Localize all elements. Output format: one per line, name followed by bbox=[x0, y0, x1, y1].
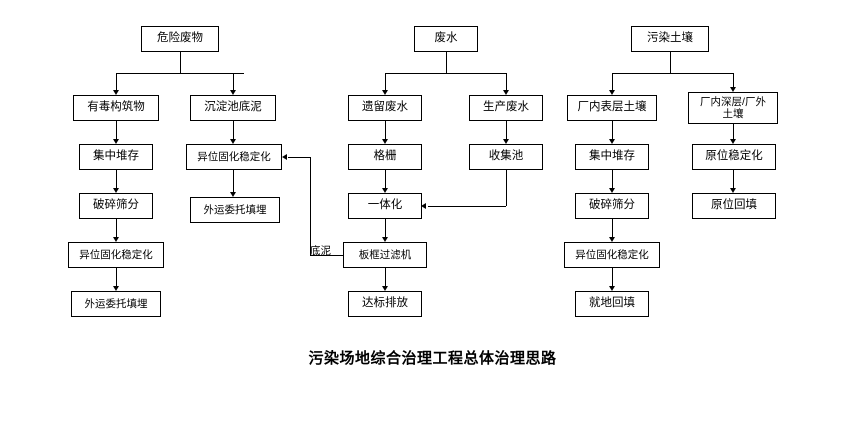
connector-filterpress-to-discharge bbox=[385, 268, 386, 286]
node-insitu-stabilization[interactable]: 原位稳定化 bbox=[692, 144, 776, 170]
node-residual-wastewater[interactable]: 遗留废水 bbox=[348, 95, 422, 121]
node-central-stockpile-2[interactable]: 集中堆存 bbox=[575, 144, 649, 170]
connector-residual-to-grate bbox=[385, 121, 386, 139]
connector-exsitu-to-landfill bbox=[116, 268, 117, 286]
arrowhead-integrated-to-filterpress bbox=[381, 237, 388, 242]
connector-to-deep-soil bbox=[733, 73, 734, 87]
arrowhead-sludge-to-exsitu bbox=[229, 139, 236, 144]
node-hazardous-waste[interactable]: 危险废物 bbox=[141, 26, 219, 52]
arrowhead-to-sediment-sludge bbox=[229, 90, 236, 95]
connector-to-production-wastewater bbox=[506, 73, 507, 90]
edge-label-sludge: 底泥 bbox=[310, 245, 331, 257]
node-insitu-backfill[interactable]: 原位回填 bbox=[692, 193, 776, 219]
connector-hazardous-waste-bus bbox=[116, 73, 244, 74]
arrowhead-residual-to-grate bbox=[381, 139, 388, 144]
node-grate[interactable]: 格栅 bbox=[348, 144, 422, 170]
connector-exsitu-to-offsite-landfill bbox=[233, 170, 234, 192]
node-integrated-treatment[interactable]: 一体化 bbox=[348, 193, 422, 219]
connector-soil-bus bbox=[612, 73, 733, 74]
arrowhead-to-surface-soil bbox=[608, 90, 615, 95]
arrowhead-to-toxic-structure bbox=[112, 90, 119, 95]
arrowhead-exsitu-to-offsite-landfill bbox=[229, 192, 236, 197]
connector-toxic-to-stockpile bbox=[116, 121, 117, 139]
arrowhead-exsitu-to-landfill bbox=[112, 286, 119, 291]
diagram-caption: 污染场地综合治理工程总体治理思路 bbox=[308, 349, 557, 367]
connector-crush-to-exsitu bbox=[116, 219, 117, 237]
node-crushing-screening-2[interactable]: 破碎筛分 bbox=[575, 193, 649, 219]
connector-production-to-collection bbox=[506, 121, 507, 139]
connector-wastewater-stem bbox=[446, 52, 447, 73]
node-production-wastewater[interactable]: 生产废水 bbox=[469, 95, 543, 121]
arrowhead-sludge-return bbox=[282, 153, 287, 160]
connector-to-sediment-sludge bbox=[233, 73, 234, 90]
node-toxic-structure[interactable]: 有毒构筑物 bbox=[73, 95, 159, 121]
connector-stockpile-to-crush2 bbox=[612, 170, 613, 188]
connector-to-surface-soil bbox=[612, 73, 613, 90]
node-exsitu-solidification-3[interactable]: 异位固化稳定化 bbox=[564, 242, 660, 268]
node-offsite-landfill-2[interactable]: 外运委托填埋 bbox=[71, 291, 161, 317]
connector-collection-to-integrated-h bbox=[428, 206, 506, 207]
arrowhead-to-production-wastewater bbox=[502, 90, 509, 95]
connector-surface-to-stockpile bbox=[612, 121, 613, 139]
connector-sludge-to-exsitu bbox=[233, 121, 234, 139]
connector-sludge-return-h1 bbox=[310, 255, 343, 256]
arrowhead-exsitu2-to-backfill bbox=[608, 286, 615, 291]
node-onsite-surface-soil[interactable]: 厂内表层土壤 bbox=[567, 95, 657, 121]
arrowhead-to-residual-wastewater bbox=[381, 90, 388, 95]
node-offsite-landfill-1[interactable]: 外运委托填埋 bbox=[190, 197, 280, 223]
arrowhead-toxic-to-stockpile bbox=[112, 139, 119, 144]
connector-sludge-return-v bbox=[310, 157, 311, 255]
connector-soil-stem bbox=[670, 52, 671, 73]
arrowhead-deep-to-insitu bbox=[729, 139, 736, 144]
node-central-stockpile-1[interactable]: 集中堆存 bbox=[79, 144, 153, 170]
node-wastewater[interactable]: 废水 bbox=[414, 26, 478, 52]
node-compliant-discharge[interactable]: 达标排放 bbox=[348, 291, 422, 317]
arrowhead-insitu-to-insitubackfill bbox=[729, 188, 736, 193]
node-sedimentation-sludge[interactable]: 沉淀池底泥 bbox=[190, 95, 276, 121]
connector-integrated-to-filterpress bbox=[385, 219, 386, 237]
node-plate-frame-filter[interactable]: 板框过滤机 bbox=[343, 242, 427, 268]
arrowhead-stockpile-to-crush2 bbox=[608, 188, 615, 193]
connector-hazardous-waste-stem bbox=[180, 52, 181, 73]
node-collection-pond[interactable]: 收集池 bbox=[469, 144, 543, 170]
arrowhead-production-to-collection bbox=[502, 139, 509, 144]
node-exsitu-solidification-1[interactable]: 异位固化稳定化 bbox=[186, 144, 282, 170]
arrowhead-crush2-to-exsitu2 bbox=[608, 237, 615, 242]
connector-to-toxic-structure bbox=[116, 73, 117, 90]
connector-deep-to-insitu bbox=[733, 124, 734, 139]
node-onsite-backfill[interactable]: 就地回填 bbox=[575, 291, 649, 317]
connector-grate-to-integrated bbox=[385, 170, 386, 188]
connector-sludge-return-h2 bbox=[288, 157, 310, 158]
arrowhead-stockpile-to-crush bbox=[112, 188, 119, 193]
arrowhead-crush-to-exsitu bbox=[112, 237, 119, 242]
connector-exsitu2-to-backfill bbox=[612, 268, 613, 286]
connector-collection-to-integrated-v bbox=[506, 170, 507, 206]
node-exsitu-solidification-2[interactable]: 异位固化稳定化 bbox=[68, 242, 164, 268]
connector-crush2-to-exsitu2 bbox=[612, 219, 613, 237]
arrowhead-surface-to-stockpile bbox=[608, 139, 615, 144]
arrowhead-filterpress-to-discharge bbox=[381, 286, 388, 291]
connector-insitu-to-insitubackfill bbox=[733, 170, 734, 188]
connector-wastewater-bus bbox=[385, 73, 507, 74]
arrowhead-to-deep-soil bbox=[729, 87, 736, 92]
node-deep-offsite-soil[interactable]: 厂内深层/厂外 土壤 bbox=[688, 92, 778, 124]
node-contaminated-soil[interactable]: 污染土壤 bbox=[631, 26, 709, 52]
arrowhead-grate-to-integrated bbox=[381, 188, 388, 193]
connector-to-residual-wastewater bbox=[385, 73, 386, 90]
connector-stockpile-to-crush bbox=[116, 170, 117, 188]
node-crushing-screening-1[interactable]: 破碎筛分 bbox=[79, 193, 153, 219]
